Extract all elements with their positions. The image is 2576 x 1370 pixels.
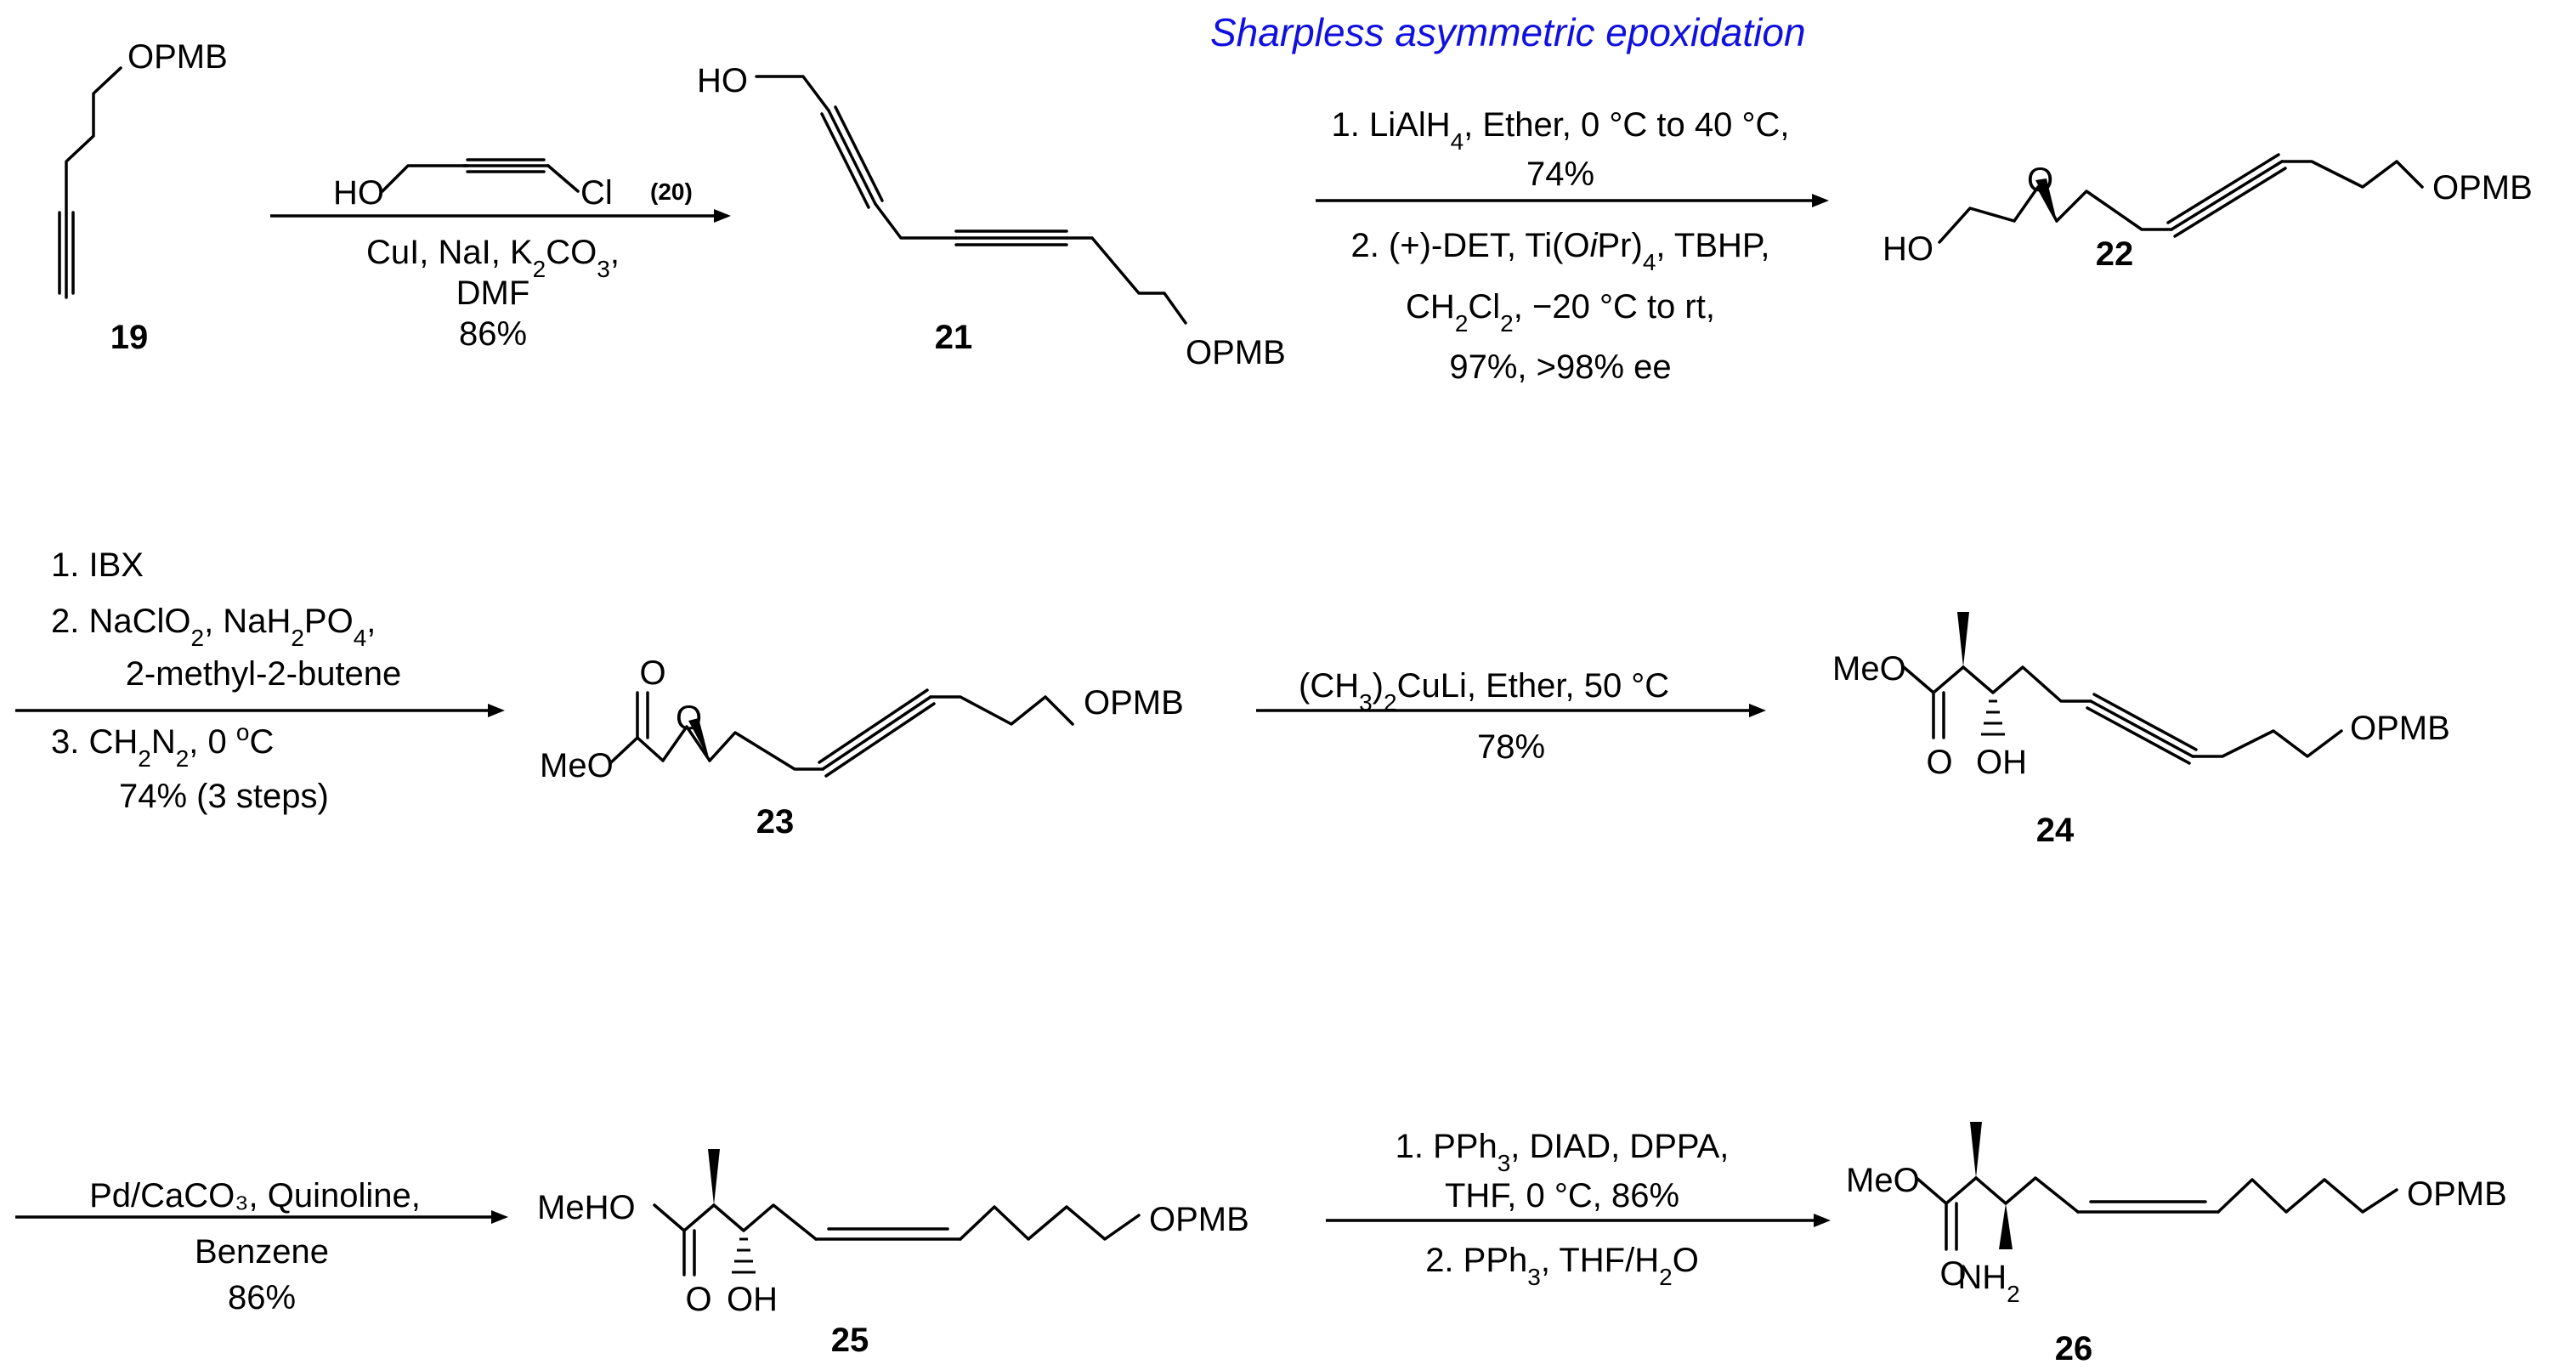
- conditions-3-line2: 2. NaClO2, NaH2PO4,: [51, 603, 376, 651]
- scheme-title: Sharpless asymmetric epoxidation: [1210, 10, 1806, 54]
- arrowhead-6: [1814, 1214, 1831, 1227]
- ho-label: HO: [333, 174, 384, 212]
- conditions-2-line3: 2. (+)-DET, Ti(OiPr)4, TBHP,: [1350, 227, 1769, 275]
- ho-label: HO: [1882, 230, 1933, 268]
- arrowhead-3: [488, 704, 505, 717]
- reagent-ref-20: (20): [650, 178, 693, 205]
- structure-23: MeO O O OPMB: [540, 654, 1184, 784]
- conditions-5-line2: Benzene: [195, 1233, 329, 1271]
- structure-21: HO OPMB: [697, 62, 1286, 371]
- conditions-1-yield: 86%: [459, 315, 527, 353]
- opmb-label: OPMB: [127, 38, 228, 76]
- reagent-20-structure: HO Cl (20): [333, 158, 693, 212]
- conditions-2-line5: 97%, >98% ee: [1449, 348, 1671, 386]
- opmb-label: OPMB: [1186, 334, 1286, 371]
- arrowhead-2: [1812, 194, 1829, 207]
- compound-label-19: 19: [110, 319, 149, 356]
- conditions-5-yield: 86%: [228, 1279, 296, 1316]
- carbonyl-o-label: O: [1939, 1255, 1966, 1293]
- compound-label-26: 26: [2055, 1330, 2093, 1367]
- conditions-3-line3: 2-methyl-2-butene: [126, 655, 402, 693]
- conditions-2-line1: 1. LiAlH4, Ether, 0 °C to 40 °C,: [1332, 106, 1790, 155]
- structure-25: MeHO O OH OPMB: [537, 1149, 1249, 1318]
- meo-label: MeO: [1846, 1162, 1920, 1199]
- opmb-label: OPMB: [2432, 169, 2533, 207]
- hydroxyl-label: OH: [727, 1281, 778, 1318]
- carbonyl-o-label: O: [639, 654, 665, 692]
- conditions-4-yield: 78%: [1477, 728, 1545, 766]
- cl-label: Cl: [580, 174, 613, 212]
- conditions-1-line1: CuI, NaI, K2CO3,: [366, 234, 620, 282]
- structure-22: HO O OPMB: [1882, 153, 2533, 268]
- opmb-label: OPMB: [1084, 684, 1184, 722]
- hydroxyl-label: OH: [1976, 744, 2027, 781]
- carbonyl-o-label: O: [685, 1281, 711, 1318]
- conditions-6-line1: 1. PPh3, DIAD, DPPA,: [1396, 1128, 1730, 1176]
- meho-label: MeHO: [537, 1189, 636, 1226]
- compound-label-23: 23: [756, 803, 795, 841]
- meo-label: MeO: [540, 747, 614, 784]
- hashed-wedge: [732, 1237, 756, 1274]
- conditions-3-line4: 3. CH2N2, 0 oC: [51, 719, 274, 772]
- conditions-5-line1: Pd/CaCO₃, Quinoline,: [89, 1177, 421, 1214]
- conditions-3-yield: 74% (3 steps): [119, 778, 329, 815]
- compound-label-21: 21: [935, 319, 973, 356]
- arrowhead-5: [491, 1210, 508, 1224]
- compound-label-22: 22: [2096, 235, 2134, 273]
- amine-label: NH2: [1957, 1259, 2019, 1307]
- structure-24: MeO O OH OPMB: [1832, 612, 2450, 781]
- hashed-wedge: [1981, 699, 2005, 736]
- conditions-6-line2: THF, 0 °C, 86%: [1445, 1177, 1679, 1214]
- conditions-2-yield1: 74%: [1526, 156, 1594, 193]
- conditions-2-line4: CH2Cl2, −20 °C to rt,: [1406, 288, 1715, 337]
- structure-19: OPMB: [58, 38, 228, 299]
- opmb-label: OPMB: [1149, 1201, 1249, 1238]
- carbonyl-o-label: O: [1926, 744, 1952, 781]
- structure-26: MeO O NH2 OPMB: [1846, 1122, 2507, 1307]
- compound-label-25: 25: [831, 1322, 869, 1359]
- arrowhead-1: [714, 209, 731, 223]
- meo-label: MeO: [1832, 650, 1906, 688]
- opmb-label: OPMB: [2407, 1175, 2507, 1213]
- conditions-6-line3: 2. PPh3, THF/H2O: [1425, 1242, 1699, 1290]
- arrowhead-4: [1749, 704, 1766, 717]
- conditions-4-line1: (CH3)2CuLi, Ether, 50 °C: [1299, 667, 1669, 716]
- compound-label-24: 24: [2036, 812, 2075, 849]
- ho-label: HO: [697, 62, 748, 99]
- opmb-label: OPMB: [2350, 710, 2450, 747]
- conditions-1-line2: DMF: [456, 275, 530, 312]
- conditions-3-line1: 1. IBX: [51, 546, 144, 584]
